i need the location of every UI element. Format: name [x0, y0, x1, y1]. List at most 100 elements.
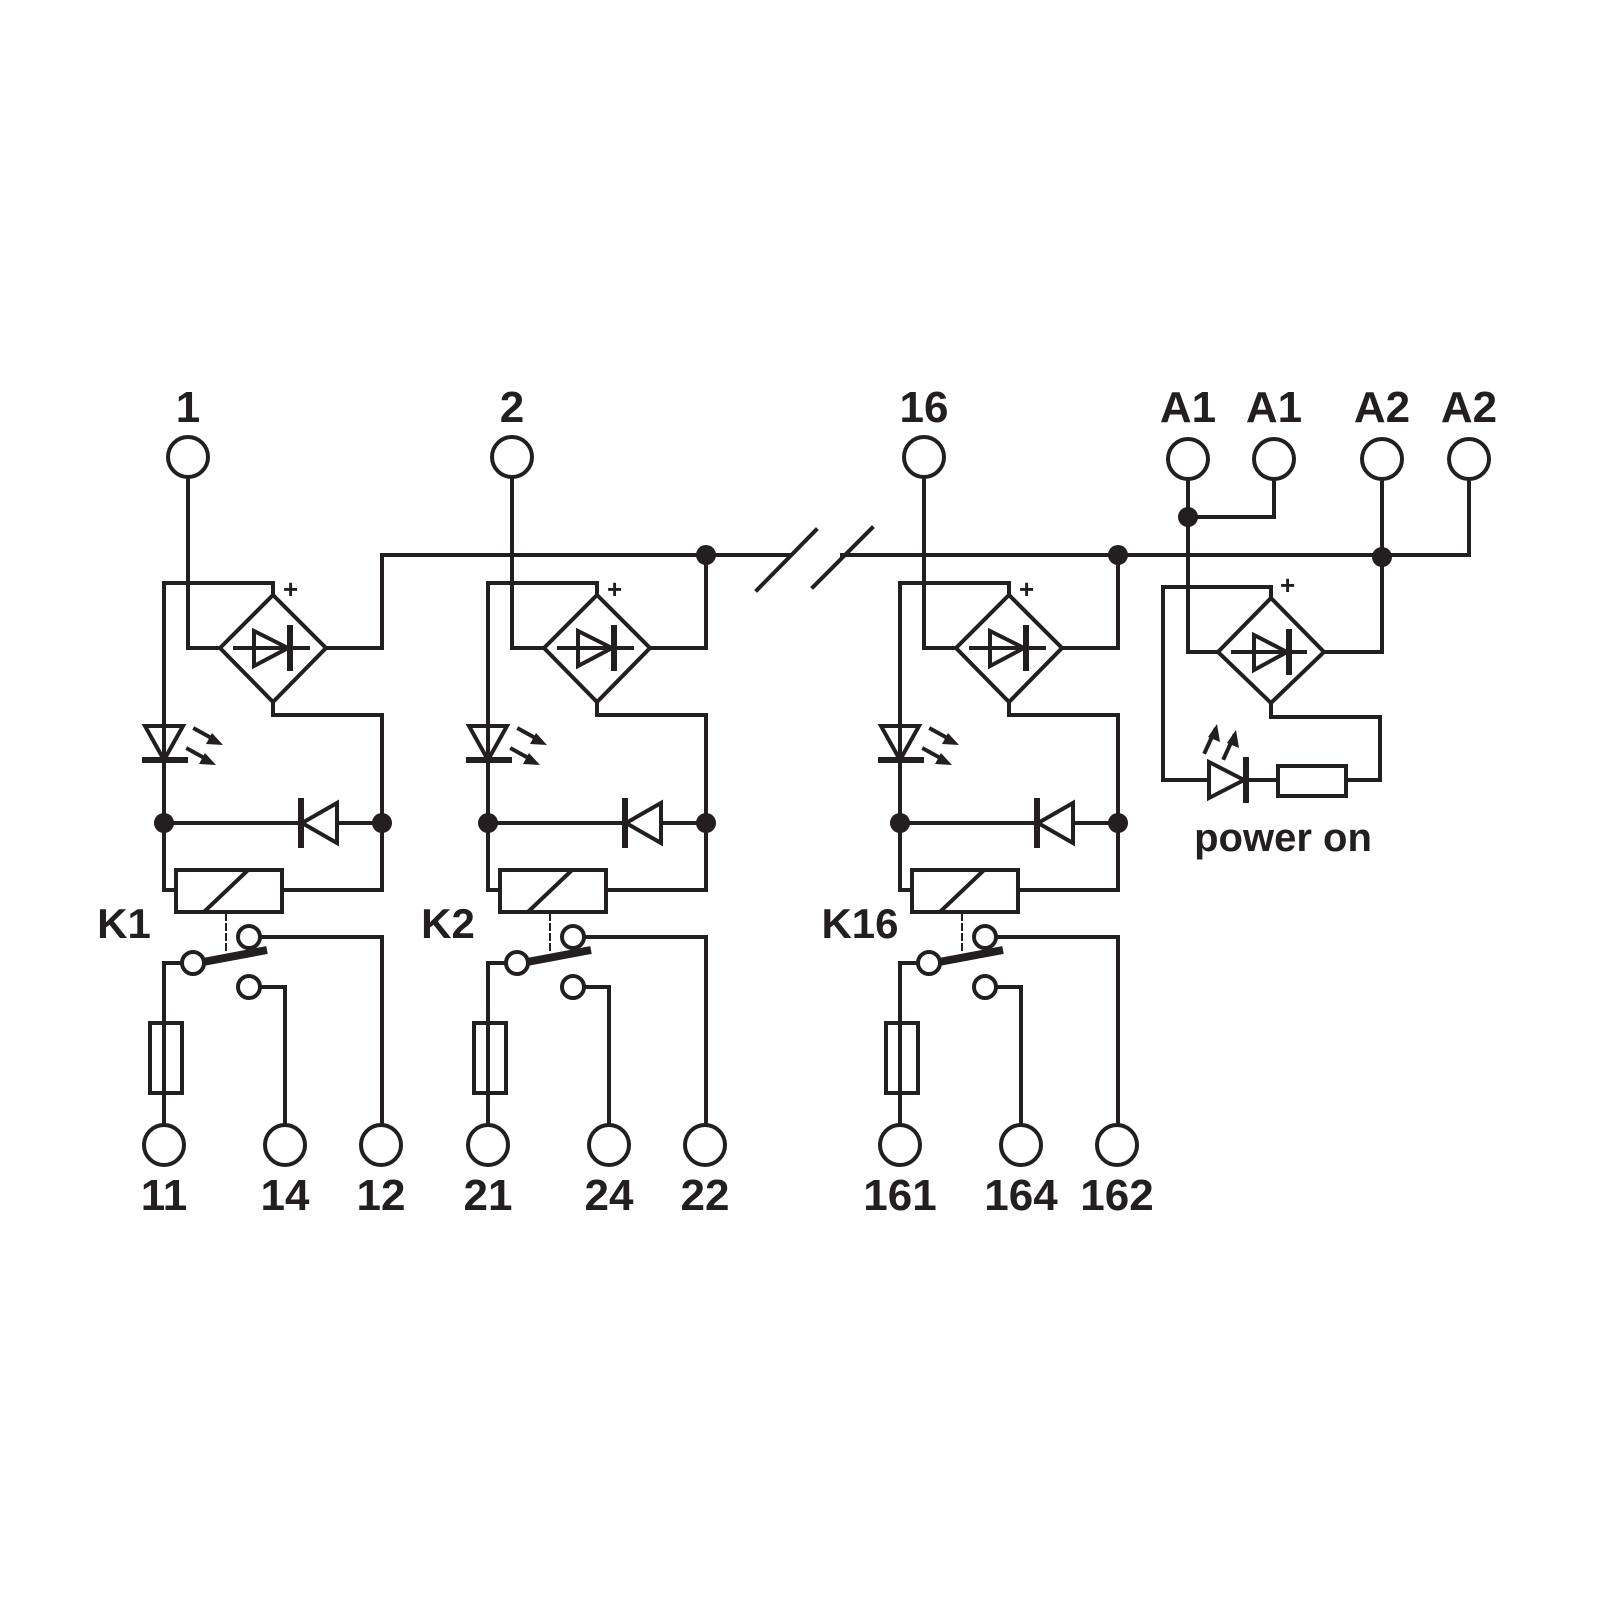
freewheel-diode	[1033, 799, 1075, 847]
power-led-icon	[1202, 724, 1280, 803]
relay-coil	[174, 868, 284, 914]
input-terminal	[902, 435, 946, 479]
wire	[259, 985, 287, 1127]
contact	[972, 974, 998, 1000]
output-terminal-label: 21	[464, 1171, 513, 1220]
freewheel-diode	[297, 799, 339, 847]
relay-coil	[910, 868, 1020, 914]
output-terminal	[587, 1123, 631, 1167]
output-terminal	[359, 1123, 403, 1167]
relay-channel: 1 + K1 11 14 12	[97, 383, 405, 1220]
supply-terminal-label: A1	[1246, 383, 1302, 432]
supply-terminal-label: A1	[1160, 383, 1216, 432]
relay-coil	[498, 868, 608, 914]
junction-dot	[696, 813, 716, 833]
fuse	[884, 1021, 920, 1095]
relay-label: K2	[421, 900, 475, 947]
relay-channel: 2 + K2 21 24 22	[421, 383, 729, 1220]
wire	[898, 961, 919, 1127]
junction-dot	[1372, 547, 1392, 567]
wire	[995, 985, 1023, 1127]
output-terminal-label: 11	[141, 1171, 188, 1220]
output-terminal-label: 22	[681, 1171, 730, 1220]
status-led-icon	[465, 724, 547, 765]
relay-label: K16	[821, 900, 898, 947]
relay-channel: 16 + K16 161 164 162	[821, 383, 1153, 1220]
wire	[486, 581, 599, 892]
output-terminal-label: 164	[984, 1171, 1058, 1220]
input-terminal	[166, 435, 210, 479]
output-terminal	[878, 1123, 922, 1167]
power-on-label: power on	[1194, 816, 1372, 860]
output-terminal	[999, 1123, 1043, 1167]
input-terminal-label: 1	[176, 383, 200, 432]
bus-break-slash	[754, 527, 819, 593]
fuse	[472, 1021, 508, 1095]
wire	[259, 935, 384, 1127]
output-terminal	[142, 1123, 186, 1167]
contact	[180, 950, 206, 976]
wire	[583, 985, 611, 1127]
output-terminal-label: 14	[261, 1171, 310, 1220]
wire	[162, 961, 183, 1127]
wire	[271, 700, 384, 892]
relay-channels: 1 + K1 11 14 12 2 + K2 21 24 22 16 + K16 161 164 162	[97, 383, 1154, 1220]
contact	[236, 974, 262, 1000]
output-terminal-label: 162	[1080, 1171, 1153, 1220]
junction-dot	[372, 813, 392, 833]
output-terminal	[466, 1123, 510, 1167]
contact	[972, 924, 998, 950]
output-terminal-label: 12	[357, 1171, 406, 1220]
contact	[916, 950, 942, 976]
common-bus	[380, 477, 1471, 593]
junction-dot	[478, 813, 498, 833]
plus-sign: +	[1019, 574, 1034, 604]
wire	[922, 475, 958, 650]
junction-dot	[154, 813, 174, 833]
supply-terminal-label: A2	[1354, 383, 1410, 432]
contact	[560, 924, 586, 950]
status-led-icon	[877, 724, 959, 765]
output-terminal	[1095, 1123, 1139, 1167]
wire	[1060, 553, 1120, 650]
output-terminal	[263, 1123, 307, 1167]
fuse	[148, 1021, 184, 1095]
output-terminal	[683, 1123, 727, 1167]
input-terminal	[490, 435, 534, 479]
bus-break-slash	[810, 525, 875, 590]
supply-terminal	[1360, 437, 1404, 481]
wire	[648, 553, 708, 650]
plus-sign: +	[283, 574, 298, 604]
input-terminal-label: 2	[500, 383, 524, 432]
wire	[583, 935, 708, 1127]
wire	[995, 935, 1120, 1127]
contact	[504, 950, 530, 976]
output-terminal-label: 161	[863, 1171, 936, 1220]
wire	[324, 553, 384, 650]
supply-terminal-label: A2	[1441, 383, 1497, 432]
supply-terminal	[1447, 437, 1491, 481]
supply-terminal	[1166, 437, 1210, 481]
wire	[510, 475, 546, 650]
input-terminal-label: 16	[900, 383, 949, 432]
junction-dot	[1108, 813, 1128, 833]
wire	[186, 475, 222, 650]
freewheel-diode	[621, 799, 663, 847]
junction-dot	[1178, 507, 1198, 527]
wire	[898, 581, 1011, 892]
contact	[236, 924, 262, 950]
wire	[162, 581, 275, 892]
relay-label: K1	[97, 900, 151, 947]
power-section: + power on A1 A1 A2 A2	[1160, 383, 1497, 860]
output-terminal-label: 24	[585, 1171, 634, 1220]
wire	[486, 961, 507, 1127]
plus-sign: +	[607, 574, 622, 604]
status-led-icon	[141, 724, 223, 765]
supply-terminal	[1252, 437, 1296, 481]
wire	[1007, 700, 1120, 892]
junction-dot	[890, 813, 910, 833]
resistor	[1276, 764, 1348, 798]
plus-sign: +	[1280, 570, 1295, 600]
wire	[595, 700, 708, 892]
